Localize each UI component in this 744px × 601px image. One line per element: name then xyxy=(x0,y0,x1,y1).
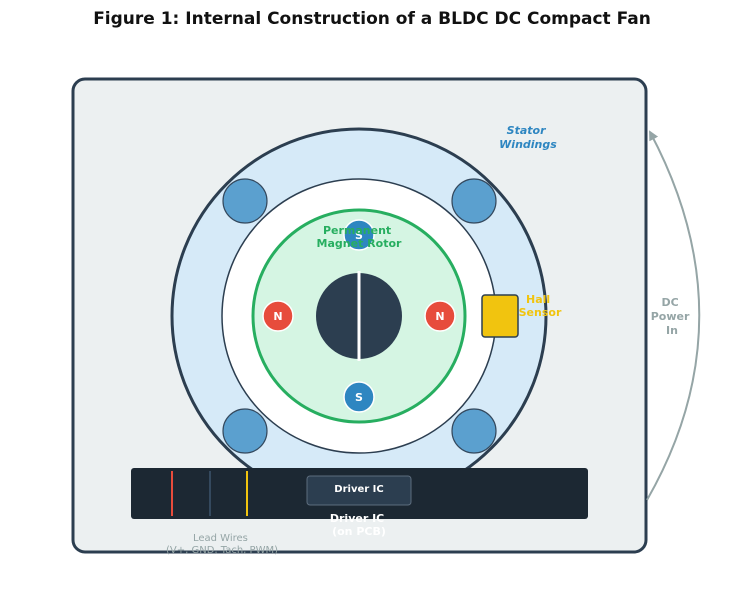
lead-wires-label: Lead Wires (V+, GND, Tach, PWM) xyxy=(166,533,278,556)
north-pole-right-label: N xyxy=(435,310,444,323)
north-pole-right xyxy=(424,300,456,332)
driver-pcb-label-line2: (on PCB) xyxy=(332,525,386,538)
driver-ic-chip xyxy=(306,475,412,506)
hall-sensor xyxy=(481,294,519,338)
south-pole-bottom xyxy=(343,381,375,413)
south-pole-top xyxy=(343,219,375,251)
stator-winding-bottom-left xyxy=(222,408,268,454)
figure-title: Figure 1: Internal Construction of a BLD… xyxy=(93,9,651,29)
driver-pcb-label: Driver IC (on PCB) xyxy=(330,512,388,538)
hall-label-line2: Sensor xyxy=(519,306,562,319)
stator-winding-bottom-right xyxy=(451,408,497,454)
stator-winding-top-right xyxy=(451,178,497,224)
stator-label-line1: Stator xyxy=(507,124,546,137)
driver-pcb-label-line1: Driver IC xyxy=(330,512,384,525)
north-pole-left-label: N xyxy=(273,310,282,323)
south-pole-bottom-label: S xyxy=(355,391,363,404)
stator-winding-top-left xyxy=(222,178,268,224)
hall-sensor-label: Hall Sensor xyxy=(519,293,562,319)
stator-label: Stator Windings xyxy=(499,124,557,151)
lead-wires-label-line2: (V+, GND, Tach, PWM) xyxy=(166,545,278,556)
dc-power-label-line1: DC xyxy=(661,296,678,309)
north-pole-left xyxy=(262,300,294,332)
lead-wires-label-line1: Lead Wires xyxy=(193,533,248,544)
rotor-label: Permanent Magnet Rotor xyxy=(317,224,402,250)
dc-power-arrow xyxy=(646,130,701,501)
dc-power-label-line2: Power xyxy=(651,310,690,323)
rotor-label-line1: Permanent xyxy=(323,224,391,237)
rotor-label-line2: Magnet Rotor xyxy=(317,237,402,250)
dc-power-label-line3: In xyxy=(666,324,678,337)
driver-ic-chip-label: Driver IC xyxy=(334,484,383,495)
hall-label-line1: Hall xyxy=(526,293,550,306)
stator-label-line2: Windings xyxy=(499,138,557,151)
dc-power-label: DC Power In xyxy=(651,296,694,337)
south-pole-top-label: S xyxy=(355,229,363,242)
